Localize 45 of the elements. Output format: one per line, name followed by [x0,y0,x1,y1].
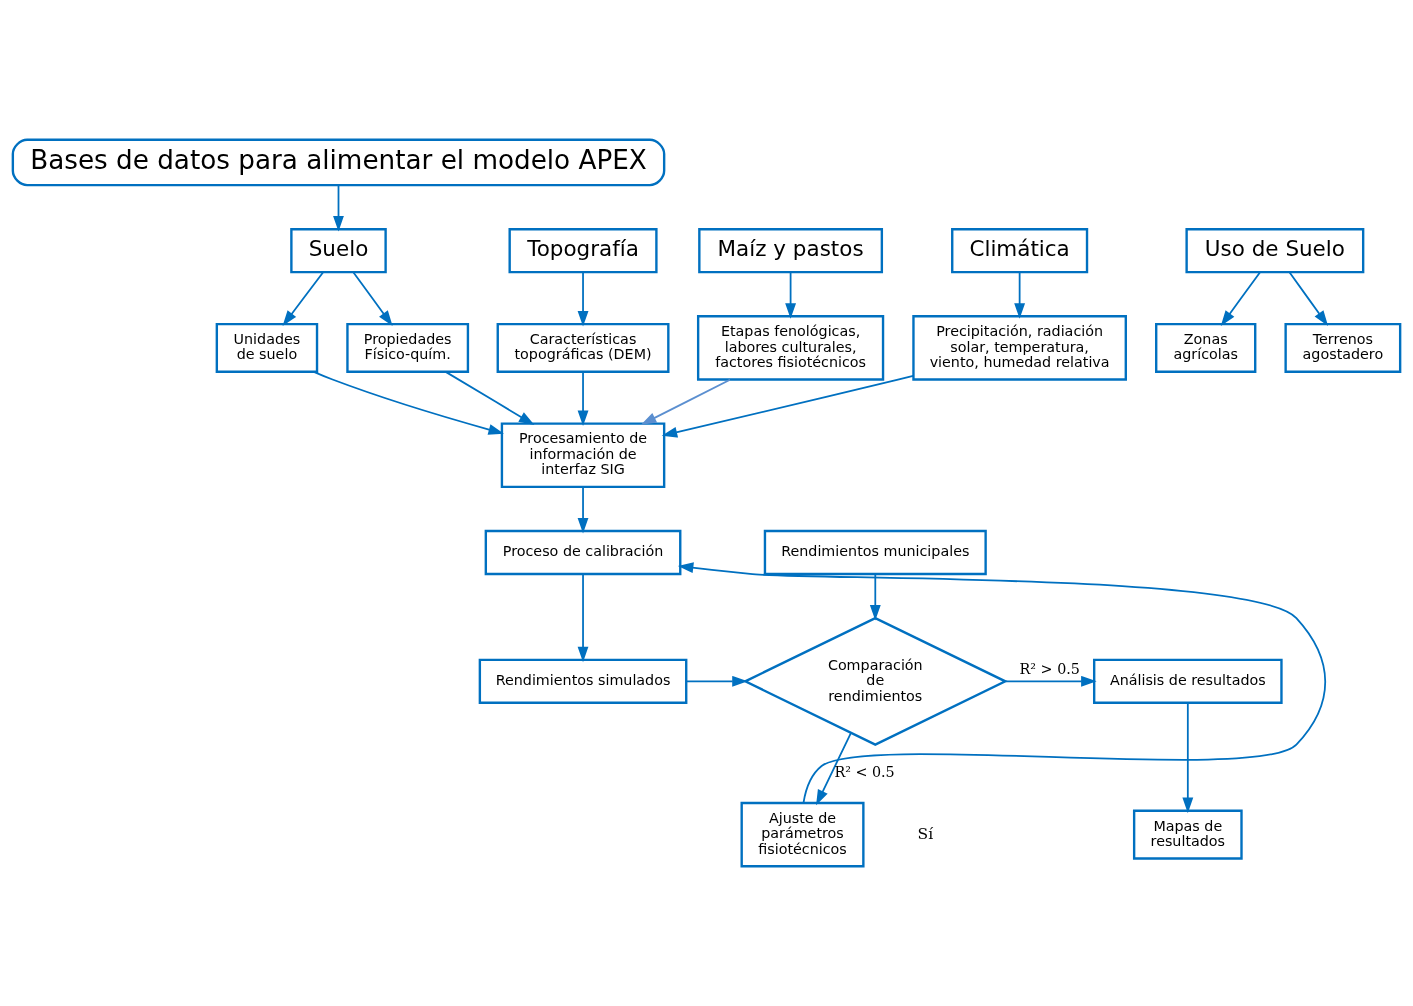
label: Sí [917,824,934,843]
arrow [816,732,852,806]
node-box: Mapas de resultados [1132,809,1243,860]
arrow [1288,271,1329,327]
node-box: Maíz y pastos [698,228,884,274]
arrow [282,271,324,327]
arrow [352,271,393,327]
arrow [685,675,748,687]
arrow [313,371,504,435]
node-box: Zonas agrícolas [1155,322,1257,373]
arrow [1182,702,1194,814]
node-diamond: Comparación de rendimientos [742,616,1009,746]
node-box: Unidades de suelo [215,322,319,373]
node-box: Ajuste de parámetros fisiotécnicos [740,801,865,868]
arrow [1004,675,1097,687]
arrow [577,371,589,427]
arrow [1220,271,1261,327]
node-box: Uso de Suelo [1185,228,1365,274]
arrow [640,378,731,425]
arrow [785,271,797,319]
arrow [577,271,589,327]
arrow [444,371,535,425]
node-box: Climática [951,228,1089,274]
node-box: Proceso de calibración [484,529,682,576]
arrow [661,374,915,438]
node-box: Procesamiento de información de interfaz SIG [500,422,666,489]
arrow [1014,271,1026,319]
node-box: Rendimientos municipales [763,529,987,576]
edge-label: R² > 0.5 [1019,660,1080,677]
node-box: Características topográficas (DEM) [496,322,670,373]
node-box: Suelo [290,228,387,274]
node-box: Terrenos agostadero [1284,322,1402,373]
node-box: Análisis de resultados [1093,658,1283,704]
node-box: Precipitación, radiación solar, temperatura, viento, humedad relativa [912,315,1127,381]
arrow [577,486,589,534]
node-box: Rendimientos simulados [478,658,688,704]
node-box: Bases de datos para alimentar el modelo APEX [11,138,666,187]
node-box: Etapas fenológicas, labores culturales, factores fisiotécnicos [696,315,885,381]
node-box: Topografía [508,228,658,274]
arrow [677,562,1327,804]
node-box: Propiedades Físico-quím. [346,322,470,373]
edge-label: R² < 0.5 [834,764,895,781]
arrow [577,573,589,663]
arrow [333,184,344,232]
arrow [869,573,881,621]
